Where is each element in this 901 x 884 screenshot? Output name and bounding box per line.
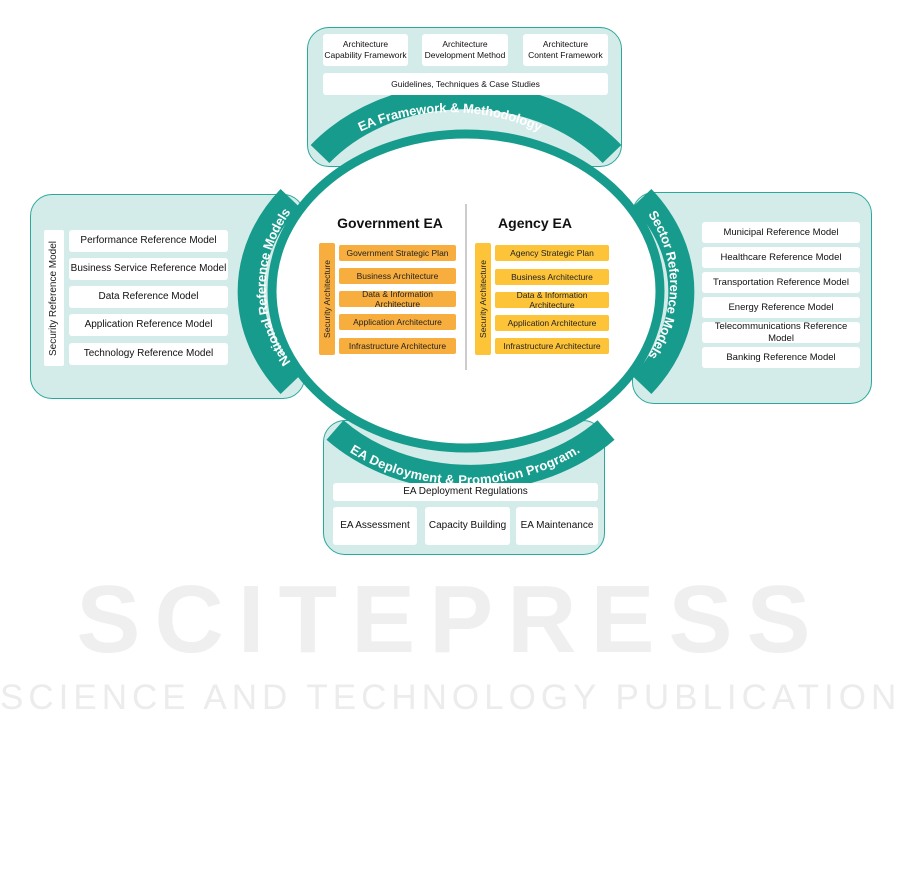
gov-business-architecture: Business Architecture — [339, 268, 456, 284]
box-line: Capability Framework — [324, 50, 407, 60]
agency-ea-title: Agency EA — [498, 215, 572, 231]
watermark-subtitle: SCIENCE AND TECHNOLOGY PUBLICATIONS — [0, 678, 901, 717]
arc-band-left — [237, 189, 300, 394]
box-line: Architecture — [542, 39, 589, 50]
arc-band-right — [632, 189, 695, 394]
agency-business-architecture: Business Architecture — [495, 269, 609, 285]
gov-data-information-architecture: Data & Information Architecture — [339, 289, 456, 309]
ea-maintenance-box: EA Maintenance — [516, 507, 598, 545]
arc-band-top — [310, 83, 622, 164]
security-reference-model-box: Security Reference Model — [44, 230, 64, 366]
box-line: Development Method — [424, 50, 506, 60]
application-reference-model-box: Application Reference Model — [69, 314, 228, 336]
vertical-label: Security Architecture — [478, 260, 489, 338]
guidelines-box: Guidelines, Techniques & Case Studies — [323, 73, 608, 95]
box-line: Architecture — [442, 39, 488, 50]
ea-deployment-regulations-box: EA Deployment Regulations — [333, 483, 598, 501]
agency-strategic-plan: Agency Strategic Plan — [495, 245, 609, 261]
ea-assessment-box: EA Assessment — [333, 507, 417, 545]
technology-reference-model-box: Technology Reference Model — [69, 343, 228, 365]
municipal-reference-model-box: Municipal Reference Model — [702, 222, 860, 243]
agency-data-information-architecture: Data & Information Architecture — [495, 290, 609, 310]
agency-security-architecture: Security Architecture — [475, 243, 491, 355]
telecommunications-reference-model-box: Telecommunications Reference Model — [702, 321, 860, 344]
agency-infrastructure-architecture: Infrastructure Architecture — [495, 338, 609, 354]
gov-security-architecture: Security Architecture — [319, 243, 335, 355]
business-service-reference-model-box: Business Service Reference Model — [69, 258, 228, 280]
agency-application-architecture: Application Architecture — [495, 315, 609, 331]
performance-reference-model-box: Performance Reference Model — [69, 230, 228, 252]
vertical-label: Security Reference Model — [48, 240, 60, 356]
watermark-title: SCITEPRESS — [76, 566, 825, 673]
arc-band-bottom — [326, 420, 615, 491]
healthcare-reference-model-box: Healthcare Reference Model — [702, 247, 860, 268]
vertical-label: Security Architecture — [322, 260, 333, 338]
data-reference-model-box: Data Reference Model — [69, 286, 228, 308]
gov-application-architecture: Application Architecture — [339, 314, 456, 330]
box-line: Content Framework — [528, 50, 603, 60]
box-line: Architecture — [342, 39, 389, 50]
government-strategic-plan: Government Strategic Plan — [339, 245, 456, 261]
government-ea-title: Government EA — [337, 215, 443, 231]
transportation-reference-model-box: Transportation Reference Model — [702, 272, 860, 293]
energy-reference-model-box: Energy Reference Model — [702, 297, 860, 318]
capacity-building-box: Capacity Building — [425, 507, 510, 545]
banking-reference-model-box: Banking Reference Model — [702, 347, 860, 368]
gov-infrastructure-architecture: Infrastructure Architecture — [339, 338, 456, 354]
